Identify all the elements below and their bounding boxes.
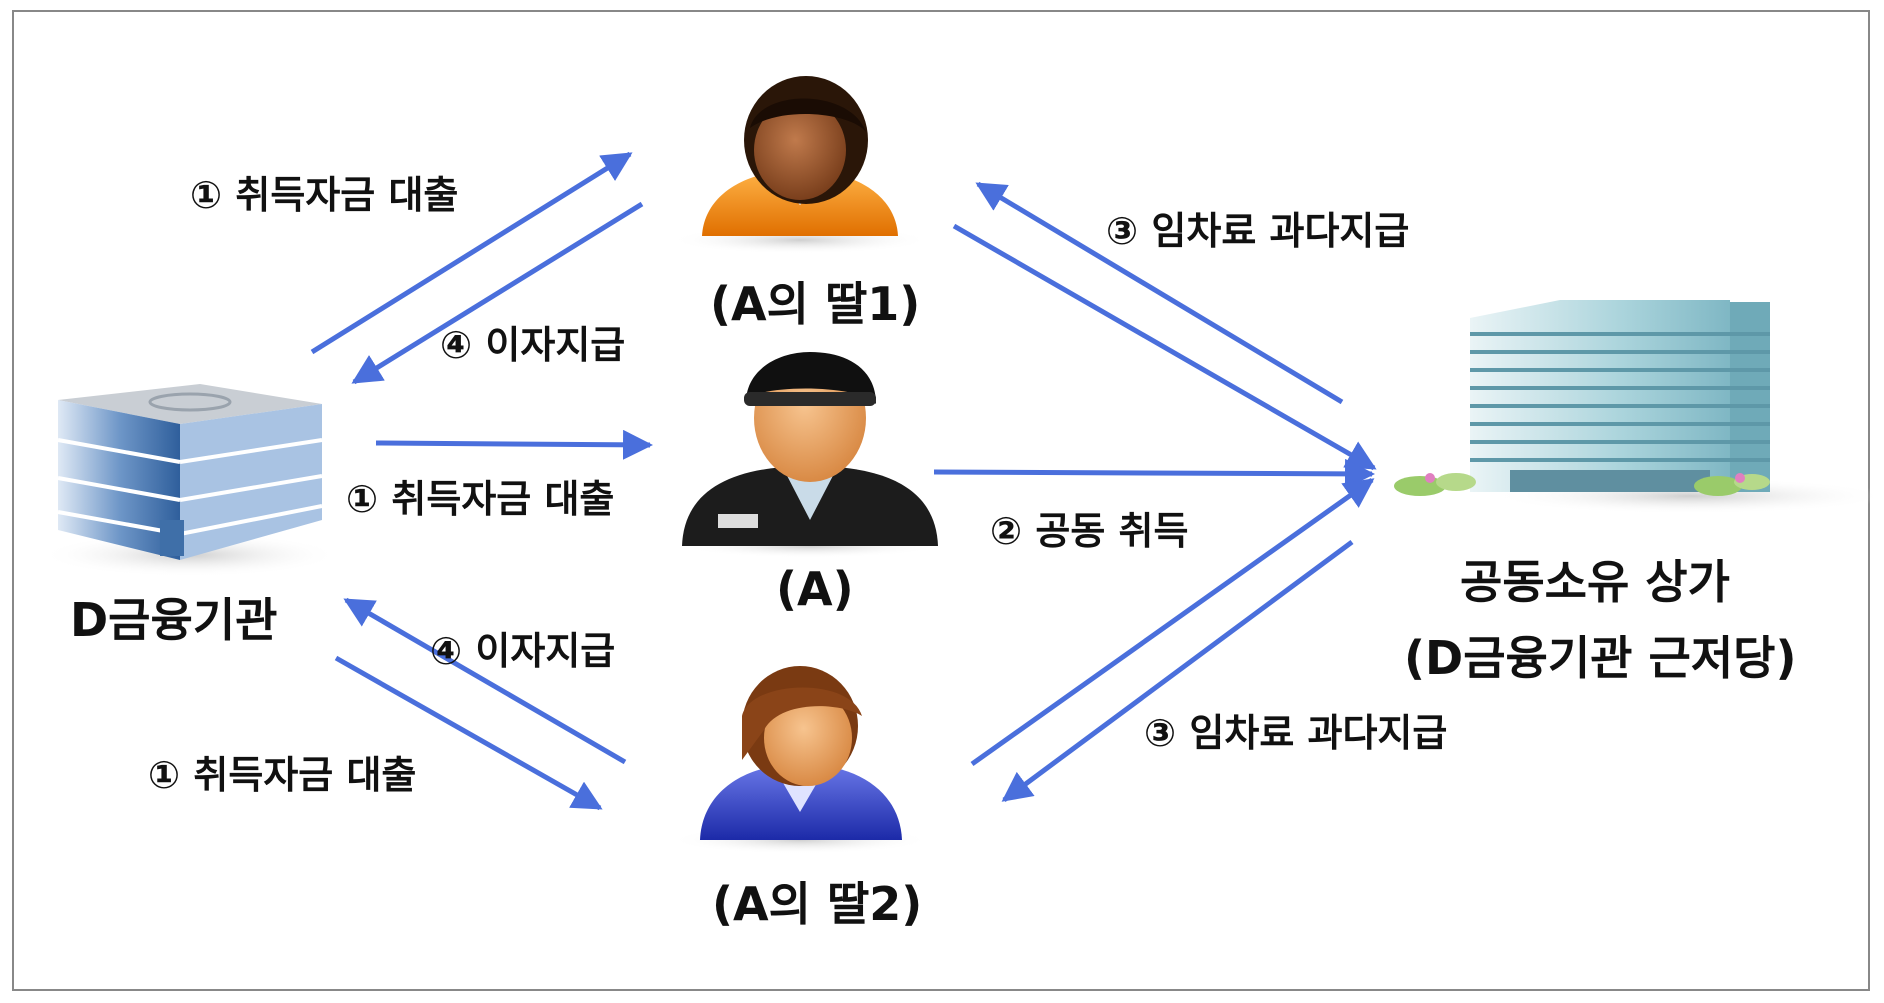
- edge-label-loan-daughter1: ① 취득자금 대출: [190, 173, 459, 217]
- arrow-a-to-shop: [933, 458, 1375, 489]
- arrow-rent-to-daughter2: [1001, 539, 1354, 803]
- office-building-icon: [40, 384, 340, 577]
- node-label-shop-lien: (D금융기관 근저당): [1404, 631, 1797, 685]
- man-black-suit-icon: [680, 352, 940, 558]
- edge-label-loan-daughter2: ① 취득자금 대출: [148, 753, 417, 797]
- edge-label-interest-daughter2: ④ 이자지급: [430, 629, 616, 673]
- edge-label-rent-daughter1: ③ 임차료 과다지급: [1106, 209, 1410, 253]
- arrow-interest-from-daughter2: [343, 597, 627, 765]
- arrow-interest-from-daughter1: [351, 201, 644, 385]
- node-label-daughter1: (A의 딸1): [710, 277, 921, 331]
- arrow-rent-to-daughter1: [975, 181, 1344, 405]
- edge-label-loan-a: ① 취득자금 대출: [346, 477, 615, 521]
- edge-label-interest-daughter1: ④ 이자지급: [440, 323, 626, 367]
- edge-label-rent-daughter2: ③ 임차료 과다지급: [1144, 711, 1448, 755]
- arrow-loan-to-daughter2: [334, 655, 603, 811]
- node-label-daughter2: (A의 딸2): [712, 877, 923, 931]
- woman-brown-hair-blue-icon: [670, 666, 930, 854]
- arrow-daughter2-to-shop: [970, 477, 1375, 767]
- arrow-daughter1-to-shop: [952, 223, 1377, 471]
- tall-building-icon: [1394, 300, 1884, 514]
- node-label-bank: D금융기관: [70, 593, 278, 647]
- arrow-loan-to-a: [375, 429, 653, 460]
- woman-dark-hair-orange-icon: [670, 76, 930, 254]
- node-label-shop: 공동소유 상가: [1460, 555, 1730, 609]
- arrow-loan-to-daughter1: [310, 151, 633, 355]
- edge-label-acquire: ② 공동 취득: [990, 509, 1189, 553]
- node-label-a: (A): [776, 562, 854, 616]
